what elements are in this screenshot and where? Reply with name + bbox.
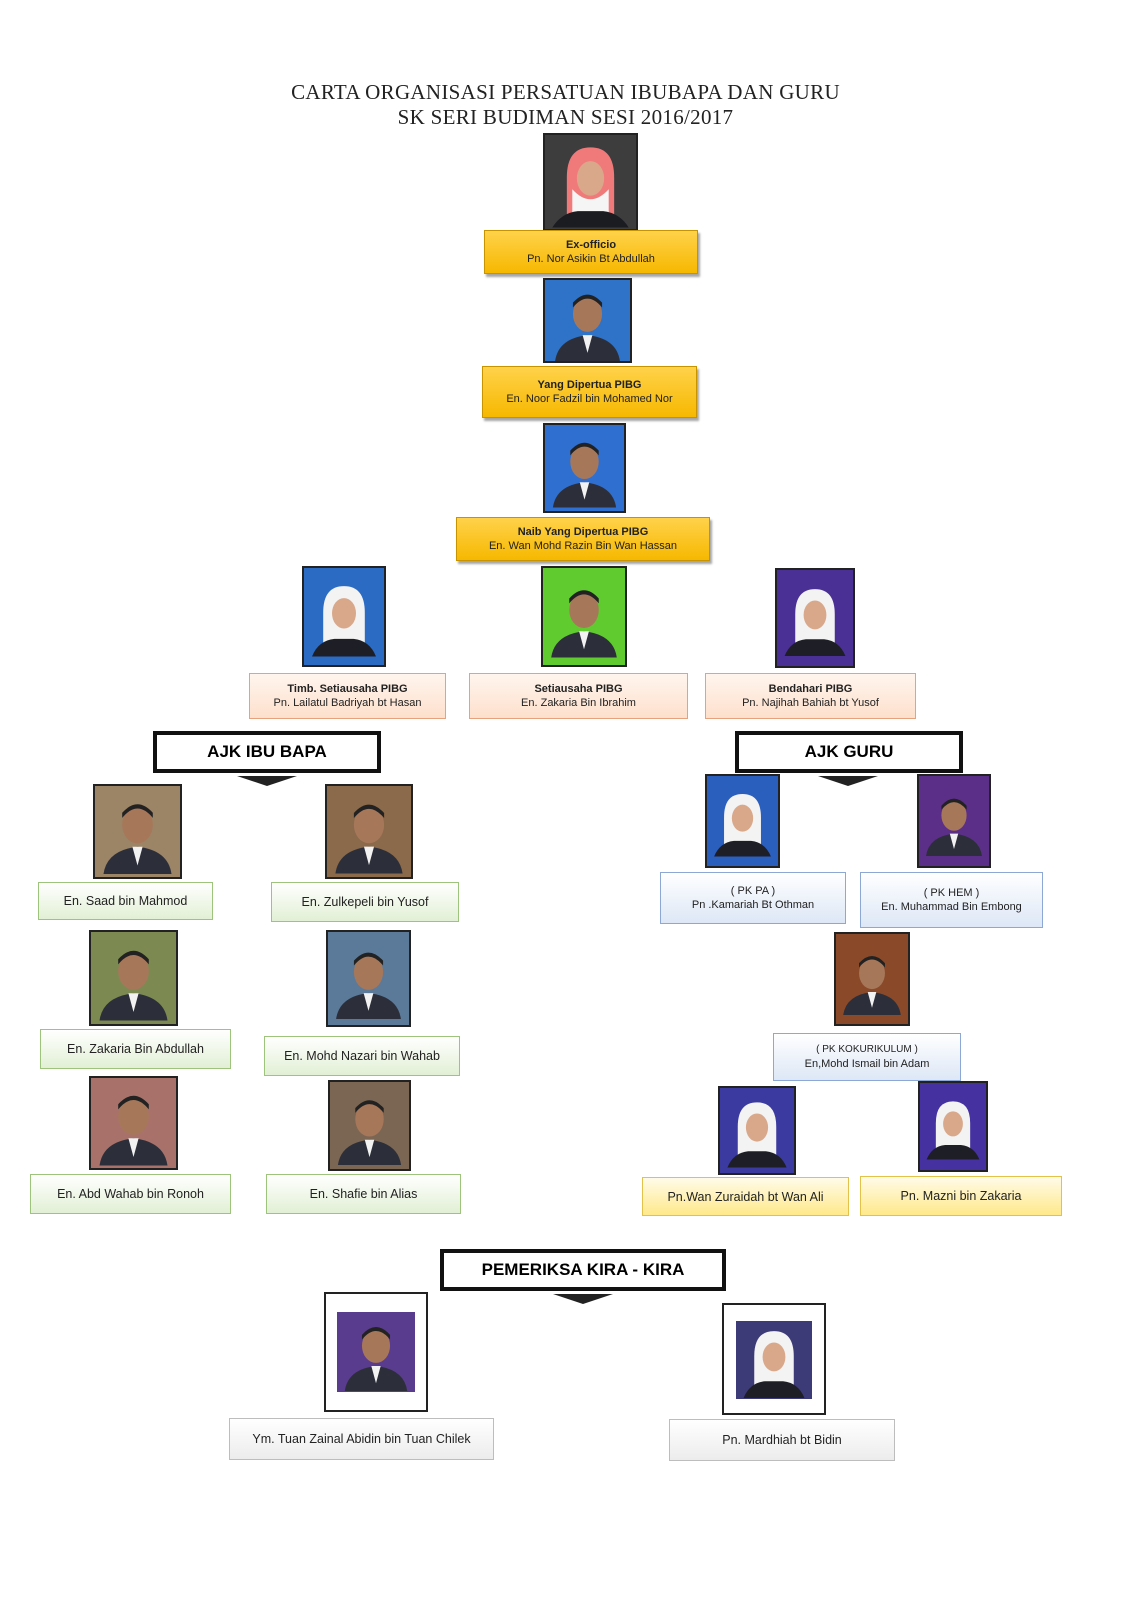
page-title-line1: CARTA ORGANISASI PERSATUAN IBUBAPA DAN G… (0, 80, 1131, 105)
photo-setiausaha (541, 566, 627, 667)
member-name: En. Saad bin Mahmod (39, 894, 212, 908)
member-name: Pn. Nor Asikin Bt Abdullah (485, 252, 697, 266)
heading-ajk-guru: AJK GURU (735, 731, 963, 773)
member-name: Pn .Kamariah Bt Othman (661, 898, 845, 912)
photo-pemeriksa-1 (324, 1292, 428, 1412)
photo-yang-dipertua (543, 278, 632, 363)
member-name: En. Wan Mohd Razin Bin Wan Hassan (457, 539, 709, 553)
box-pemeriksa-1: Ym. Tuan Zainal Abidin bin Tuan Chilek (229, 1418, 494, 1460)
heading-pemeriksa: PEMERIKSA KIRA - KIRA (440, 1249, 726, 1291)
avatar-icon (777, 570, 853, 666)
member-name: En. Zulkepeli bin Yusof (272, 895, 458, 909)
avatar-icon (91, 932, 176, 1024)
role-label: Naib Yang Dipertua PIBG (457, 525, 709, 539)
avatar-icon (720, 1088, 794, 1173)
photo-ibubapa-6 (328, 1080, 411, 1171)
box-ibubapa-5: En. Abd Wahab bin Ronoh (30, 1174, 231, 1214)
member-name: Pn.Wan Zuraidah bt Wan Ali (643, 1190, 848, 1204)
avatar-icon (330, 1082, 409, 1169)
role-label: ( PK KOKURIKULUM ) (774, 1043, 960, 1057)
member-name: Ym. Tuan Zainal Abidin bin Tuan Chilek (230, 1432, 493, 1446)
member-name: En. Zakaria Bin Abdullah (41, 1042, 230, 1056)
avatar-icon (920, 1083, 986, 1170)
arrow-down-icon (818, 776, 878, 786)
box-pemeriksa-2: Pn. Mardhiah bt Bidin (669, 1419, 895, 1461)
role-label: Bendahari PIBG (706, 682, 915, 696)
box-pk-pa: ( PK PA ) Pn .Kamariah Bt Othman (660, 872, 846, 924)
photo-ibubapa-5 (89, 1076, 178, 1170)
member-name: En. Shafie bin Alias (267, 1187, 460, 1201)
arrow-down-icon (237, 776, 297, 786)
box-ibubapa-1: En. Saad bin Mahmod (38, 882, 213, 920)
box-yang-dipertua: Yang Dipertua PIBG En. Noor Fadzil bin M… (482, 366, 697, 418)
avatar-icon (736, 1321, 812, 1399)
role-label: Ex-officio (485, 238, 697, 252)
box-guru-1: Pn.Wan Zuraidah bt Wan Ali (642, 1177, 849, 1216)
photo-pk-pa (705, 774, 780, 868)
photo-guru-2 (918, 1081, 988, 1172)
box-ibubapa-6: En. Shafie bin Alias (266, 1174, 461, 1214)
avatar-icon (304, 568, 384, 665)
box-pk-kokurikulum: ( PK KOKURIKULUM ) En,Mohd Ismail bin Ad… (773, 1033, 961, 1081)
photo-bendahari (775, 568, 855, 668)
page-title-line2: SK SERI BUDIMAN SESI 2016/2017 (0, 105, 1131, 130)
photo-ibubapa-3 (89, 930, 178, 1026)
photo-ibubapa-1 (93, 784, 182, 879)
box-ex-officio: Ex-officio Pn. Nor Asikin Bt Abdullah (484, 230, 698, 274)
member-name: Pn. Mardhiah bt Bidin (670, 1433, 894, 1447)
avatar-icon (545, 135, 636, 229)
avatar-icon (95, 786, 180, 877)
box-ibubapa-4: En. Mohd Nazari bin Wahab (264, 1036, 460, 1076)
box-timb-setiausaha: Timb. Setiausaha PIBG Pn. Lailatul Badri… (249, 673, 446, 719)
member-name: Pn. Lailatul Badriyah bt Hasan (250, 696, 445, 710)
member-name: En. Muhammad Bin Embong (861, 900, 1042, 914)
avatar-icon (91, 1078, 176, 1168)
role-label: ( PK HEM ) (861, 886, 1042, 900)
role-label: Yang Dipertua PIBG (483, 378, 696, 392)
role-label: Setiausaha PIBG (470, 682, 687, 696)
member-name: En,Mohd Ismail bin Adam (774, 1057, 960, 1071)
member-name: En. Zakaria Bin Ibrahim (470, 696, 687, 710)
photo-pk-hem (917, 774, 991, 868)
photo-pk-kokurikulum (834, 932, 910, 1026)
photo-pemeriksa-2 (722, 1303, 826, 1415)
box-bendahari: Bendahari PIBG Pn. Najihah Bahiah bt Yus… (705, 673, 916, 719)
box-naib-yang-dipertua: Naib Yang Dipertua PIBG En. Wan Mohd Raz… (456, 517, 710, 561)
member-name: Pn. Mazni bin Zakaria (861, 1189, 1061, 1203)
photo-guru-1 (718, 1086, 796, 1175)
avatar-icon (328, 932, 409, 1025)
role-label: ( PK PA ) (661, 884, 845, 898)
box-ibubapa-3: En. Zakaria Bin Abdullah (40, 1029, 231, 1069)
member-name: En. Abd Wahab bin Ronoh (31, 1187, 230, 1201)
avatar-icon (327, 786, 411, 877)
box-pk-hem: ( PK HEM ) En. Muhammad Bin Embong (860, 872, 1043, 928)
photo-naib-yang-dipertua (543, 423, 626, 513)
avatar-icon (707, 776, 778, 866)
avatar-icon (545, 425, 624, 511)
role-label: Timb. Setiausaha PIBG (250, 682, 445, 696)
photo-ex-officio (543, 133, 638, 231)
member-name: En. Mohd Nazari bin Wahab (265, 1049, 459, 1063)
photo-ibubapa-4 (326, 930, 411, 1027)
photo-timb-setiausaha (302, 566, 386, 667)
member-name: Pn. Najihah Bahiah bt Yusof (706, 696, 915, 710)
avatar-icon (337, 1312, 415, 1392)
heading-ajk-ibu-bapa: AJK IBU BAPA (153, 731, 381, 773)
arrow-down-icon (553, 1294, 613, 1304)
member-name: En. Noor Fadzil bin Mohamed Nor (483, 392, 696, 406)
avatar-icon (545, 280, 630, 361)
box-ibubapa-2: En. Zulkepeli bin Yusof (271, 882, 459, 922)
avatar-icon (543, 568, 625, 665)
photo-ibubapa-2 (325, 784, 413, 879)
avatar-icon (836, 934, 908, 1024)
avatar-icon (919, 776, 989, 866)
box-setiausaha: Setiausaha PIBG En. Zakaria Bin Ibrahim (469, 673, 688, 719)
box-guru-2: Pn. Mazni bin Zakaria (860, 1176, 1062, 1216)
